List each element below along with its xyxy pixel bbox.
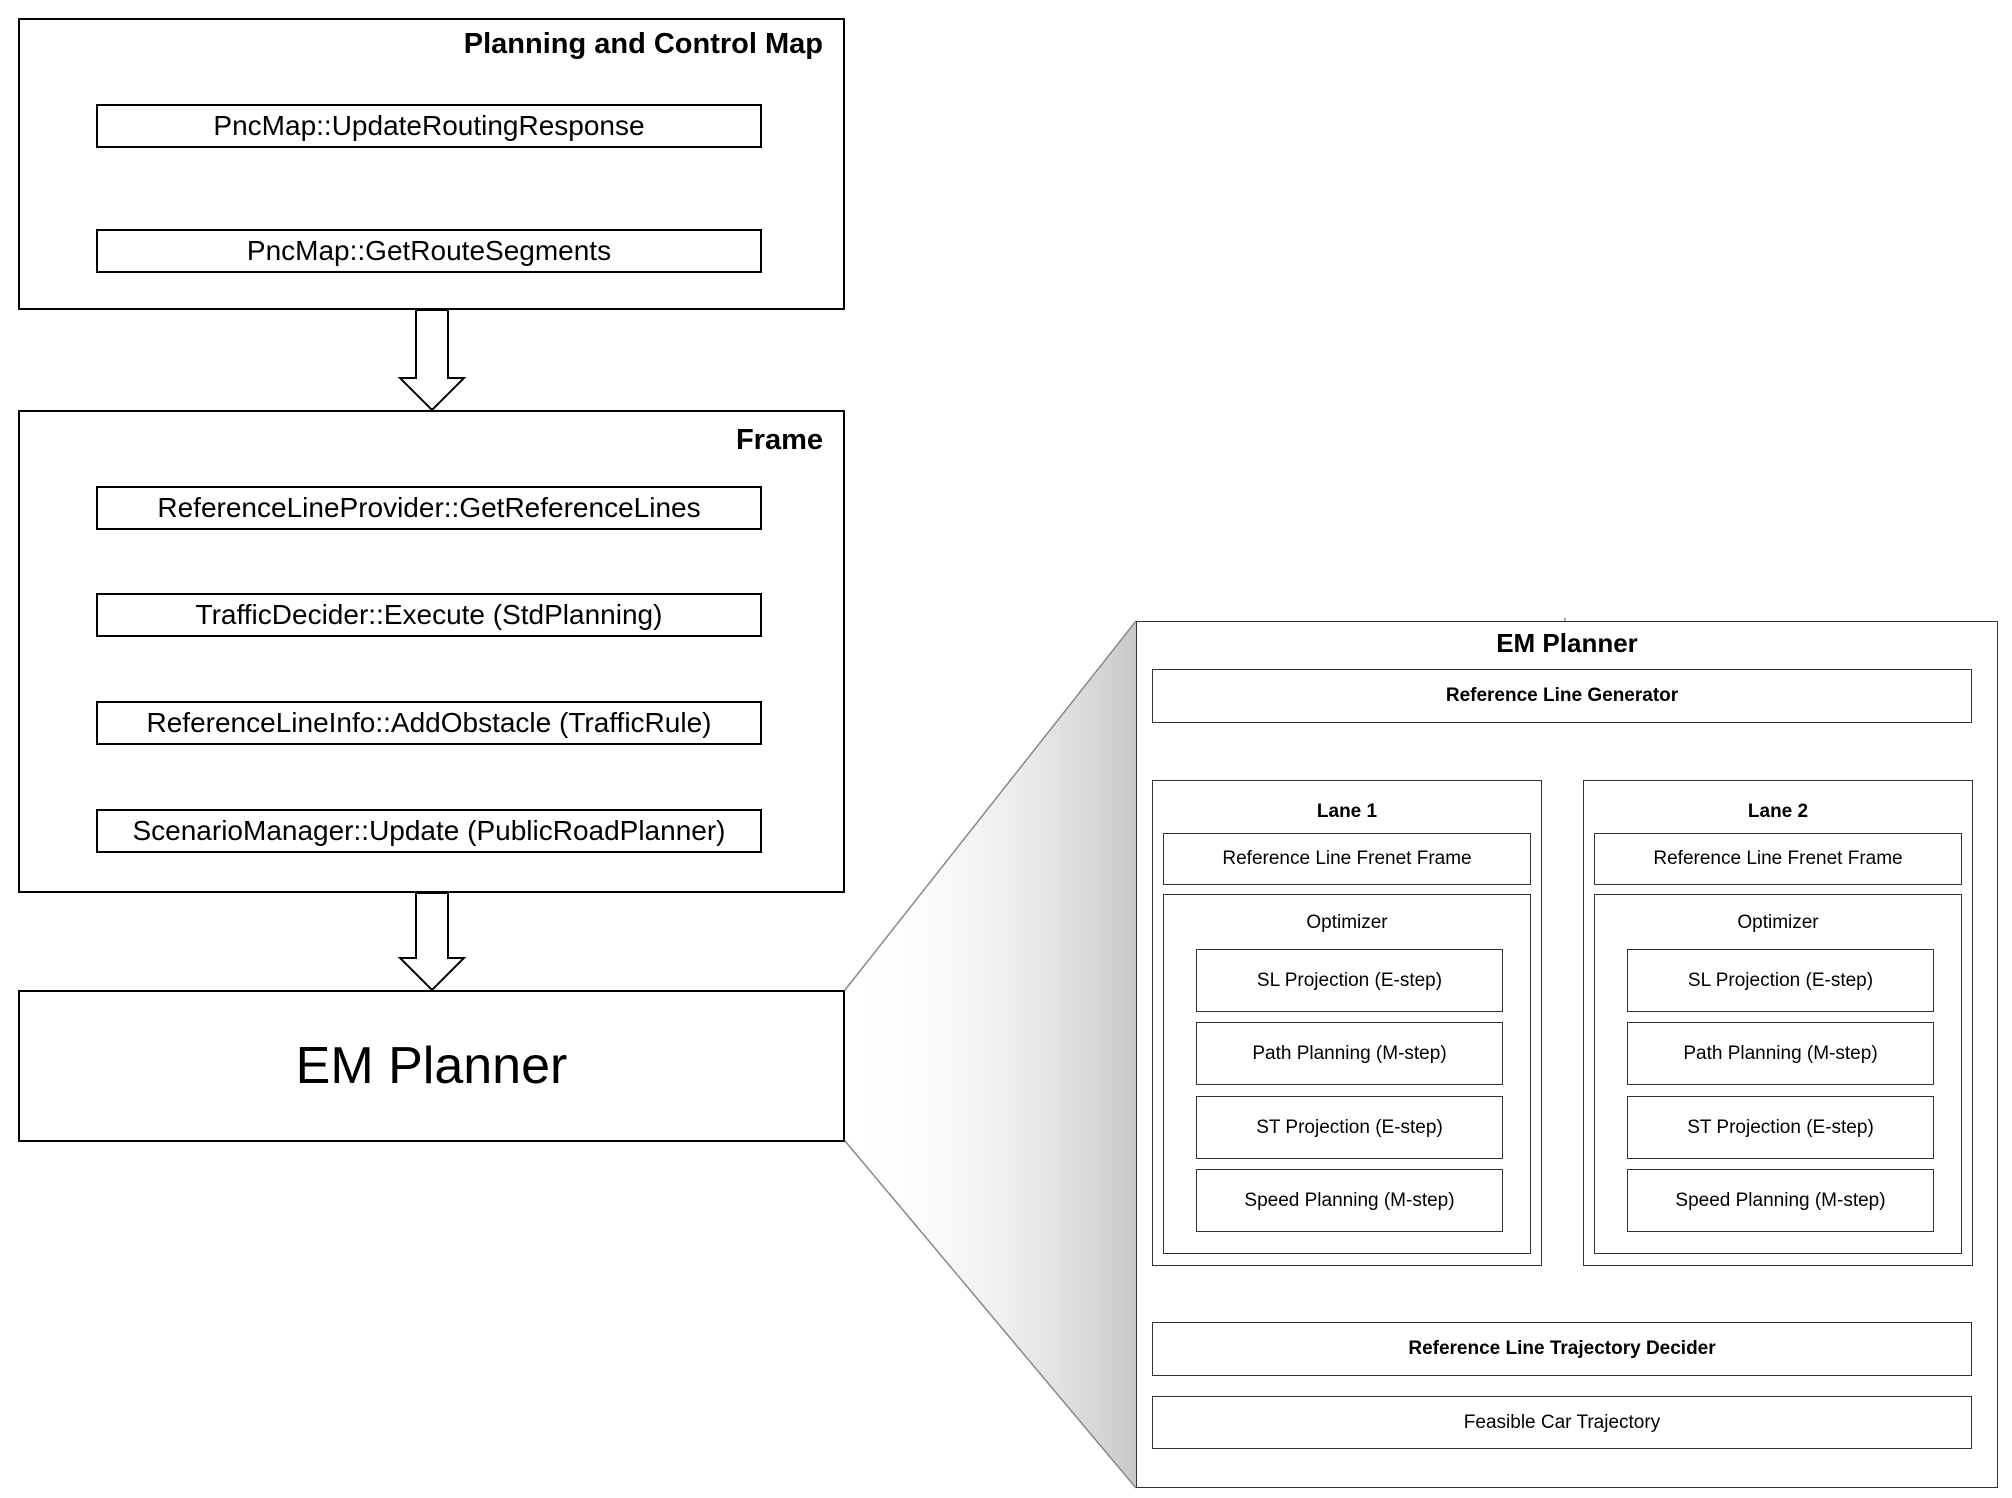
- step-add-obstacle: ReferenceLineInfo::AddObstacle (TrafficR…: [96, 701, 762, 745]
- step-get-reference-lines: ReferenceLineProvider::GetReferenceLines: [96, 486, 762, 530]
- step-traffic-decider-execute: TrafficDecider::Execute (StdPlanning): [96, 593, 762, 637]
- lane-1-st-projection: ST Projection (E-step): [1196, 1096, 1503, 1159]
- lane-2-sl-projection: SL Projection (E-step): [1627, 949, 1934, 1012]
- em-planner-box: EM Planner: [18, 990, 845, 1142]
- lane-2-path-planning: Path Planning (M-step): [1627, 1022, 1934, 1085]
- lane-2-panel: [1583, 780, 1973, 1266]
- lane-1-optimizer-panel: [1163, 894, 1531, 1254]
- lane-2-title: Lane 2: [1747, 801, 1809, 822]
- lane-2-frenet-frame: Reference Line Frenet Frame: [1594, 833, 1962, 885]
- zoom-wedge: [845, 621, 1136, 1488]
- em-planner-detail-title: EM Planner: [1496, 628, 1638, 658]
- step-update-routing-response: PncMap::UpdateRoutingResponse: [96, 104, 762, 148]
- lane-1-path-planning: Path Planning (M-step): [1196, 1022, 1503, 1085]
- lane-1-speed-planning: Speed Planning (M-step): [1196, 1169, 1503, 1232]
- feasible-car-trajectory: Feasible Car Trajectory: [1152, 1396, 1972, 1449]
- lane-1-sl-projection: SL Projection (E-step): [1196, 949, 1503, 1012]
- lane-2-st-projection: ST Projection (E-step): [1627, 1096, 1934, 1159]
- reference-line-generator: Reference Line Generator: [1152, 669, 1972, 723]
- lane-1-frenet-frame: Reference Line Frenet Frame: [1163, 833, 1531, 885]
- block-arrow-pnc-to-frame: [397, 309, 467, 412]
- step-scenario-manager-update: ScenarioManager::Update (PublicRoadPlann…: [96, 809, 762, 853]
- lane-1-title: Lane 1: [1316, 801, 1378, 822]
- lane-1-panel: [1152, 780, 1542, 1266]
- lane-2-optimizer-panel: [1594, 894, 1962, 1254]
- pnc-map-title: Planning and Control Map: [463, 28, 823, 60]
- frame-title: Frame: [735, 424, 823, 456]
- step-get-route-segments: PncMap::GetRouteSegments: [96, 229, 762, 273]
- block-arrow-frame-to-em: [397, 892, 467, 992]
- reference-line-trajectory-decider: Reference Line Trajectory Decider: [1152, 1322, 1972, 1376]
- lane-1-optimizer-title: Optimizer: [1306, 912, 1388, 933]
- lane-2-optimizer-title: Optimizer: [1737, 912, 1819, 933]
- lane-2-speed-planning: Speed Planning (M-step): [1627, 1169, 1934, 1232]
